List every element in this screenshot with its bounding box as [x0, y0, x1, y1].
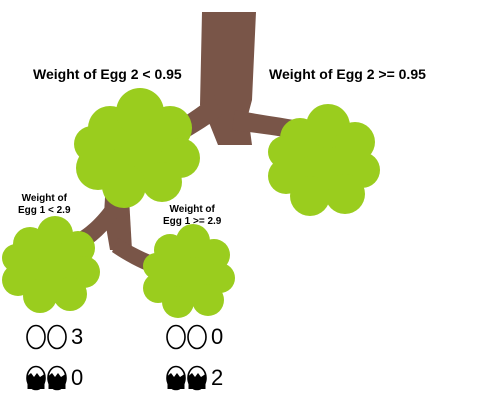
- leaf-1-whole-eggs-row: 3: [25, 323, 83, 351]
- two-whole-eggs-icon: [26, 324, 67, 350]
- leaf-1-whole-egg-count: 3: [71, 324, 84, 349]
- leaf-2-whole-eggs-row: 0: [165, 323, 223, 351]
- root-left-branch-label: Weight of Egg 2 < 0.95: [33, 66, 182, 82]
- leaf-2-cracked-egg-count: 2: [211, 365, 224, 390]
- left-split-right-label-line1: Weight of: [169, 204, 215, 215]
- left-split-right-label-line2: Egg 1 >= 2.9: [163, 216, 222, 227]
- leaf-1-cracked-eggs-row: 0: [25, 364, 83, 392]
- left-split-left-label-line1: Weight of: [21, 193, 67, 204]
- left-split-left-branch-label: Weight of Egg 1 < 2.9: [18, 193, 71, 217]
- two-cracked-eggs-icon: [26, 365, 67, 391]
- two-cracked-eggs-icon: [166, 365, 207, 391]
- foliage-right: [268, 104, 380, 216]
- foliage-group: [2, 88, 380, 318]
- leaf-1-cracked-egg-count: 0: [71, 365, 84, 390]
- left-split-left-label-line2: Egg 1 < 2.9: [18, 205, 71, 216]
- root-right-branch-label: Weight of Egg 2 >= 0.95: [269, 66, 426, 82]
- leaf-2-cracked-eggs-row: 2: [165, 364, 223, 392]
- foliage-bottom-left: [2, 216, 100, 313]
- leaf-2-whole-egg-count: 0: [211, 324, 224, 349]
- left-split-right-branch-label: Weight of Egg 1 >= 2.9: [163, 204, 221, 228]
- foliage-bottom-right: [143, 224, 235, 318]
- two-whole-eggs-icon: [166, 324, 207, 350]
- foliage-left: [74, 88, 200, 208]
